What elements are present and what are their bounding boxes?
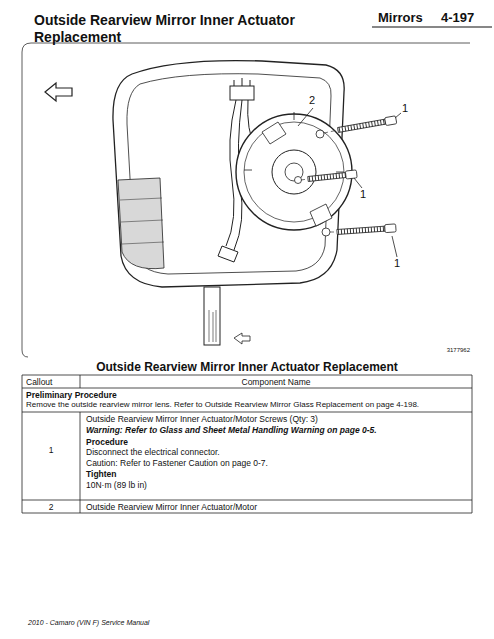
header-rule bbox=[372, 26, 492, 27]
figure-number: 3177962 bbox=[430, 347, 470, 354]
direction-arrow bbox=[45, 83, 72, 101]
table-header: Component Name bbox=[84, 377, 468, 387]
alignment-lines bbox=[301, 130, 338, 232]
table-rules bbox=[22, 375, 472, 513]
table-caption: Outside Rearview Mirror Inner Actuator R… bbox=[30, 360, 464, 374]
footer-text: 2010 - Camaro (VIN F) Service Manual bbox=[28, 619, 328, 627]
page-number: 4-197 bbox=[441, 10, 491, 26]
torque-value: 10N·m (89 lb in) bbox=[86, 480, 468, 490]
warning-note: Warning: Refer to Glass and Sheet Metal … bbox=[86, 425, 468, 435]
screw bbox=[308, 170, 358, 183]
table-cell: Remove the outside rearview mirror lens.… bbox=[26, 400, 470, 410]
screw bbox=[337, 224, 396, 236]
table-cell: Procedure bbox=[86, 437, 468, 447]
table-header: Callout bbox=[26, 377, 78, 387]
page-title: Outside Rearview Mirror Inner Actuator R… bbox=[34, 12, 364, 46]
table-cell: Outside Rearview Mirror Inner Actuator/M… bbox=[86, 502, 468, 512]
callout-number: 1 bbox=[394, 257, 406, 270]
callout-number: 1 bbox=[26, 445, 76, 455]
screw bbox=[337, 116, 396, 134]
leader-line bbox=[298, 108, 401, 257]
table-cell: Disconnect the electrical connector. bbox=[86, 447, 468, 457]
header-section: Mirrors bbox=[378, 10, 438, 26]
callout-number: 1 bbox=[360, 188, 372, 201]
mirror-housing bbox=[113, 61, 344, 287]
table-cell: Tighten bbox=[86, 469, 468, 479]
figure-frame bbox=[22, 43, 470, 357]
mirror-mount bbox=[204, 287, 250, 345]
table-cell: Outside Rearview Mirror Inner Actuator/M… bbox=[86, 414, 468, 424]
table-section: Preliminary Procedure bbox=[26, 390, 466, 400]
callout-number: 1 bbox=[402, 102, 414, 115]
actuator-motor bbox=[236, 112, 352, 236]
caution-note: Caution: Refer to Fastener Caution on pa… bbox=[86, 458, 468, 468]
callout-number: 2 bbox=[26, 502, 76, 512]
callout-number: 2 bbox=[309, 94, 321, 107]
